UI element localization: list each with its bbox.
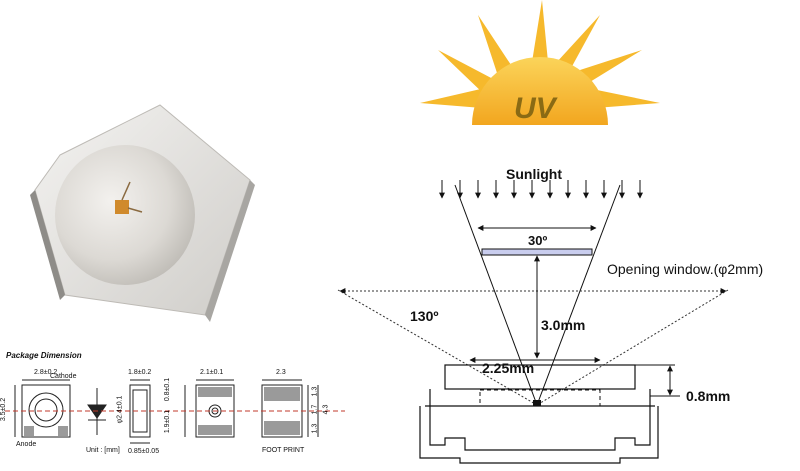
package-title: Package Dimension [6,351,82,360]
led-photo [30,104,255,322]
distance-label: 3.0mm [541,317,586,333]
optical-angle-diagram: Sunlight 30º Opening window.(φ2mm) 130º … [300,160,800,471]
sunlight-arrows [439,180,643,199]
dim-side-bottom: 0.85±0.05 [128,448,160,455]
opening-window [481,248,593,256]
dim-width: 2.8±0.2 [34,369,58,376]
angle-130-label: 130º [410,308,439,324]
unit-label: Unit : [mm] [86,447,120,454]
width-label: 2.25mm [482,360,535,376]
footprint-label: FOOT PRINT [262,447,305,454]
led-chip [115,200,129,214]
sunlight-label: Sunlight [506,166,562,182]
anode-label: Anode [16,441,37,448]
dim-top-view: 2.1±0.1 [200,369,224,376]
package-dimension-drawing: Package Dimension 2.8±0.2 3.5±0.2 Cathod… [0,340,360,471]
dim-fp-top: 2.3 [276,369,286,376]
cathode-label: Cathode [50,373,77,380]
thickness-label: 0.8mm [686,388,731,404]
opening-window-label: Opening window.(φ2mm) [607,261,764,277]
dim-side-left: φ2.4±0.1 [116,395,124,424]
uv-label: UV [514,92,556,125]
dim-height: 3.5±0.2 [0,397,8,422]
dim-side-right2: 1.9±0.1 [164,409,172,434]
angle-30-label: 30º [528,233,548,248]
uv-sun-logo: UV [410,0,670,140]
dim-side-right: 0.8±0.1 [164,377,172,402]
dim-side-top: 1.8±0.2 [128,369,152,376]
